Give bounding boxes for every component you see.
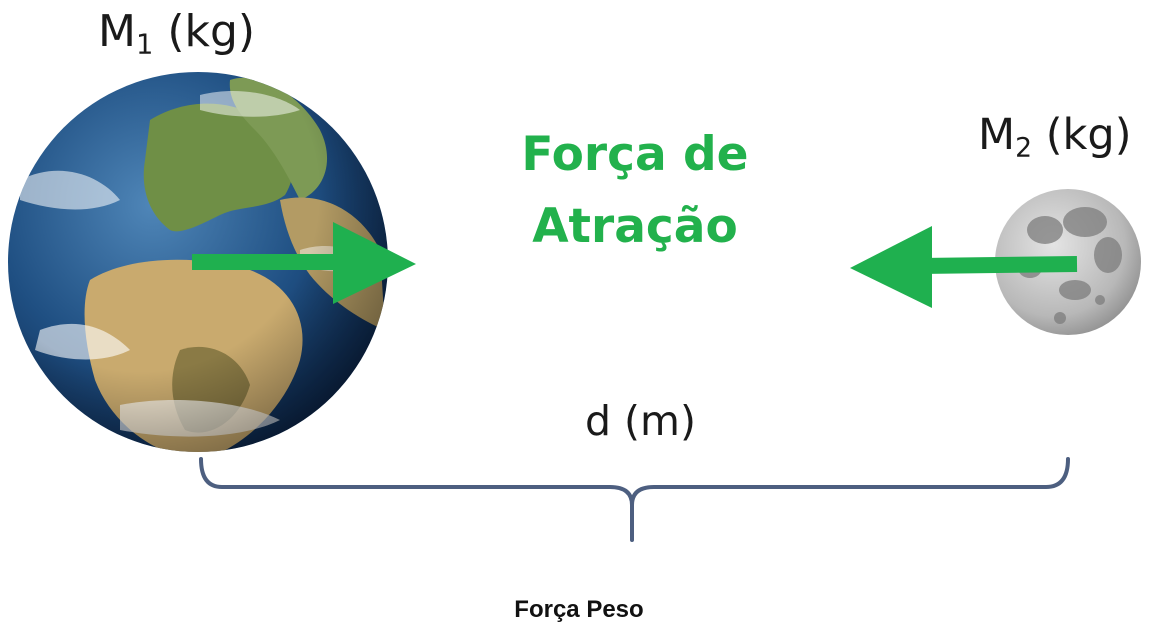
mass1-label: M1 (kg) bbox=[98, 6, 255, 61]
attraction-arrow-right bbox=[192, 222, 416, 304]
earth-icon bbox=[8, 72, 388, 452]
caption: Força Peso bbox=[514, 596, 644, 623]
force-title-line2: Atração bbox=[532, 199, 738, 254]
distance-label: d (m) bbox=[585, 397, 696, 445]
mass2-symbol: M bbox=[978, 110, 1016, 160]
mass1-subscript: 1 bbox=[135, 29, 154, 61]
attraction-arrow-left bbox=[850, 226, 1078, 308]
mass1-symbol: M bbox=[98, 6, 136, 57]
mass2-unit: (kg) bbox=[1045, 110, 1132, 160]
mass2-subscript: 2 bbox=[1015, 132, 1033, 164]
mass2-label: M2 (kg) bbox=[978, 110, 1132, 163]
mass1-unit: (kg) bbox=[167, 6, 256, 57]
force-title-line1: Força de bbox=[521, 127, 749, 182]
distance-bracket bbox=[199, 457, 1070, 542]
